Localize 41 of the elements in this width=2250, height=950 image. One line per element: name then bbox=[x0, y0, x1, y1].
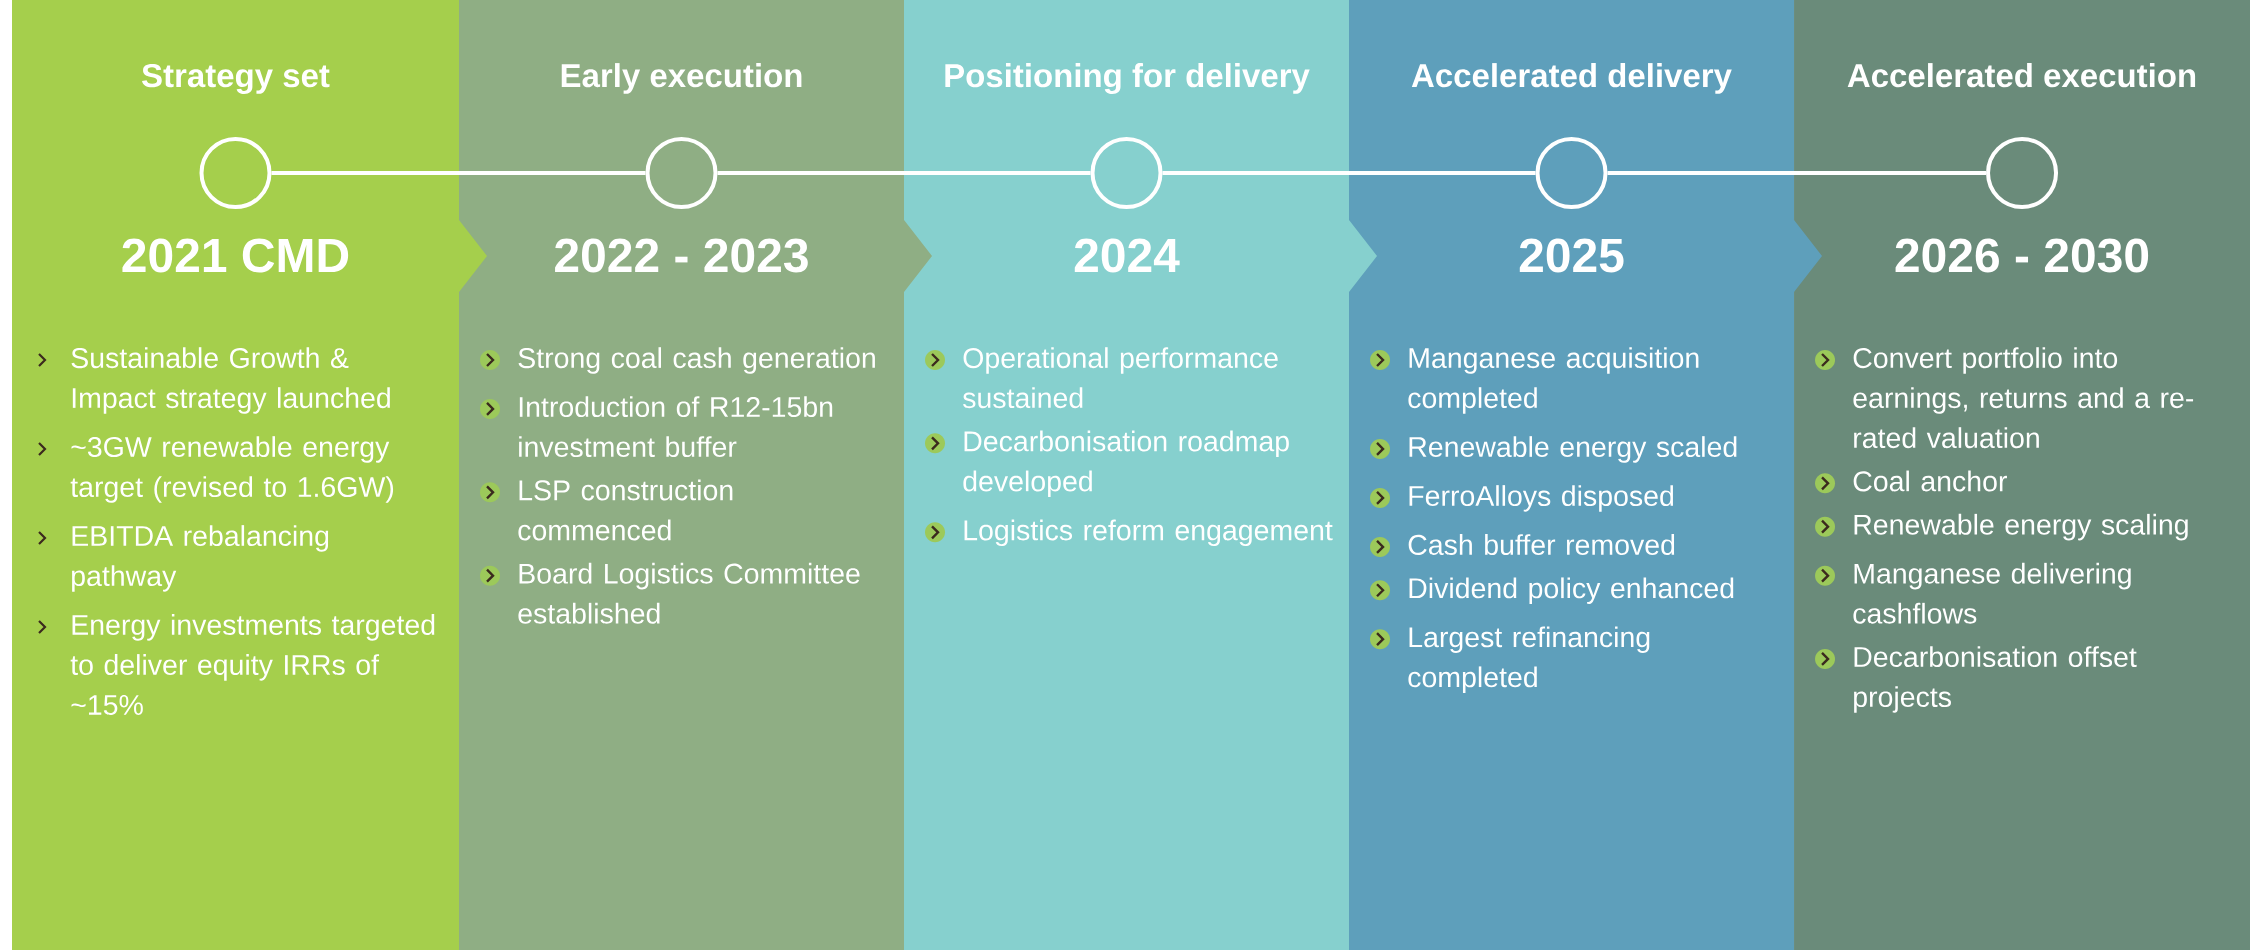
bullet-text: LSP construction commenced bbox=[518, 479, 733, 541]
bullet-text: FerroAlloys disposed bbox=[1409, 485, 1673, 512]
bullet-text: Convert portfolio into earnings, returns and a re-rated valuation bbox=[1853, 347, 2194, 449]
bullet-text: Coal anchor bbox=[1853, 470, 2007, 492]
timeline-line bbox=[717, 171, 1091, 175]
bullet-text: Largest refinancing completed bbox=[1408, 626, 1650, 693]
timeline-line bbox=[271, 171, 646, 175]
bullet-text: Manganese delivering cashflows bbox=[1853, 562, 2131, 624]
year-label: 2024 bbox=[1074, 238, 1180, 273]
bullet-text: Decarbonisation offset projects bbox=[1854, 646, 2137, 713]
timeline-circle bbox=[199, 137, 272, 209]
bullet-text: Decarbonisation roadmap developed bbox=[963, 430, 1289, 498]
bullet-text: Renewable energy scaled bbox=[1409, 436, 1737, 463]
timeline-circle bbox=[1090, 137, 1163, 209]
timeline-circle bbox=[1986, 137, 2059, 209]
panel-heading: Positioning for delivery bbox=[945, 63, 1310, 94]
bullet-text: Manganese acquisition completed bbox=[1408, 347, 1699, 414]
year-label: 2026 - 2030 bbox=[1895, 238, 2149, 273]
panel-heading: Early execution bbox=[561, 63, 802, 94]
bullet-text: Cash buffer removed bbox=[1408, 534, 1675, 556]
bullet-text: Logistics reform engagement bbox=[964, 519, 1333, 547]
year-label: 2021 CMD bbox=[122, 238, 349, 273]
timeline-line bbox=[1162, 171, 1536, 175]
bullet-text: Introduction of R12-15bn investment buffer bbox=[519, 396, 833, 458]
bullet-text: Strong coal cash generation bbox=[518, 347, 875, 374]
bullet-text: Energy investments targeted to deliver equity IRRs of ~15% bbox=[70, 614, 435, 716]
bullet-text: Board Logistics Committee established bbox=[518, 562, 860, 624]
bullet-text: Renewable energy scaling bbox=[1854, 513, 2188, 541]
bullet-text: Sustainable Growth & Impact strategy launched bbox=[71, 347, 390, 414]
timeline-circle bbox=[645, 137, 718, 209]
panel-heading: Strategy set bbox=[142, 63, 330, 94]
year-label: 2025 bbox=[1519, 238, 1624, 273]
bullet-text: Operational performance sustained bbox=[963, 347, 1278, 409]
timeline-circle bbox=[1535, 137, 1608, 209]
panel-heading: Accelerated delivery bbox=[1411, 63, 1732, 94]
bullet-text: Dividend policy enhanced bbox=[1409, 577, 1734, 604]
bullet-text: ~3GW renewable energy target (revised to 1.6GW) bbox=[70, 436, 394, 503]
timeline-line bbox=[1607, 171, 1987, 175]
year-label: 2022 - 2023 bbox=[555, 238, 808, 273]
bullet-text: EBITDA rebalancing pathway bbox=[72, 525, 329, 592]
panel-heading: Accelerated execution bbox=[1847, 63, 2196, 88]
